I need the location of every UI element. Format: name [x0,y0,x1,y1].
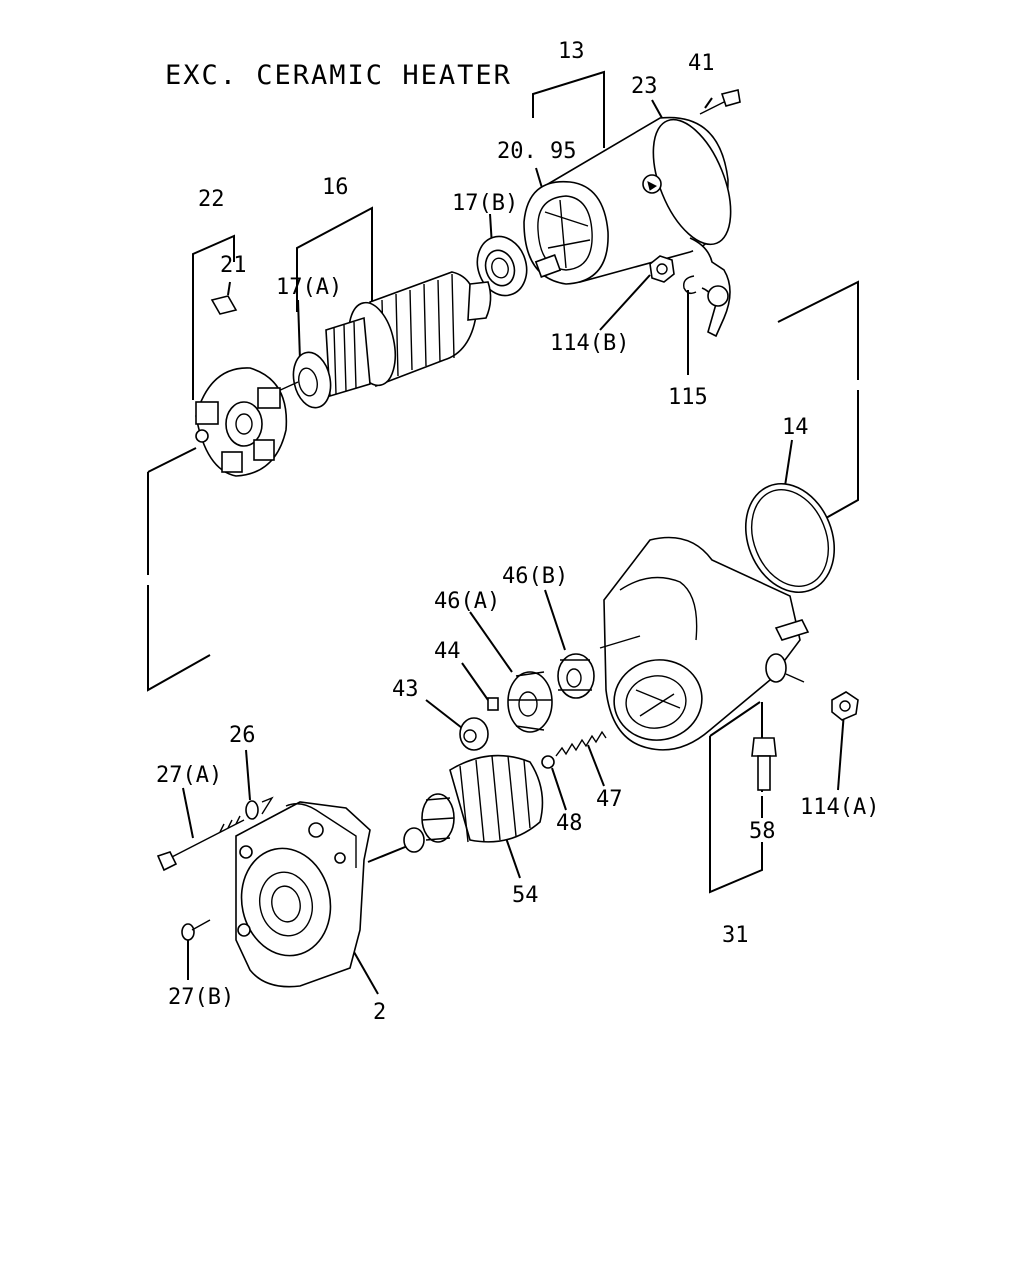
callout-44: 44 [434,639,461,664]
through-bolt-27a-part [156,815,245,872]
callout-48: 48 [556,811,583,836]
screw-27b-part [181,919,211,941]
callout-17a: 17(A) [276,275,342,300]
callout-54: 54 [512,883,539,908]
washer-26-part [245,796,274,820]
callout-2: 2 [373,1000,386,1025]
clip-115-part [683,275,697,295]
callout-114b: 114(B) [550,331,629,356]
drive-housing-2-part [235,801,371,988]
gear-housing-31-part [599,536,810,751]
callout-46a: 46(A) [434,589,500,614]
callout-22: 22 [198,187,225,212]
bearing-17b-part [476,235,528,297]
callout-13: 13 [558,39,585,64]
callout-27b: 27(B) [168,985,234,1010]
callout-26: 26 [229,723,256,748]
callout-58: 58 [749,819,776,844]
callout-114a: 114(A) [800,795,879,820]
screw-41-part [699,89,741,115]
yoke-assembly-part [523,116,732,338]
callout-labels: 13 41 23 20. 95 22 16 17(B) 21 17(A) 114… [156,39,879,1025]
brush-spring-21-part [210,295,238,315]
armature-16-part [275,271,492,409]
diagram-title: EXC. CERAMIC HEATER [165,60,512,91]
callout-115: 115 [668,385,708,410]
brush-holder-22-part [195,367,288,477]
gear-46a-part [507,671,553,733]
leader-lines [147,70,859,995]
nut-114b-part [649,255,675,283]
callout-41: 41 [688,51,715,76]
o-ring-14-part [744,482,836,594]
callout-14: 14 [782,415,809,440]
pinion-clutch-54-part [403,754,544,853]
callout-46b: 46(B) [502,564,568,589]
gear-46b-part [557,653,595,699]
callout-31: 31 [722,923,749,948]
callout-20-95: 20. 95 [497,139,576,164]
callout-17b: 17(B) [452,191,518,216]
nut-114a-part [831,691,859,721]
callout-27a: 27(A) [156,763,222,788]
pin-44-part [487,697,499,711]
callout-16: 16 [322,175,349,200]
callout-21: 21 [220,253,247,278]
spring-47-part [555,730,607,757]
bolt-58-part [751,737,777,791]
retainer-43-part [459,717,489,751]
ball-48-part [541,755,555,769]
callout-23: 23 [631,74,658,99]
callout-47: 47 [596,787,623,812]
callout-43: 43 [392,677,419,702]
